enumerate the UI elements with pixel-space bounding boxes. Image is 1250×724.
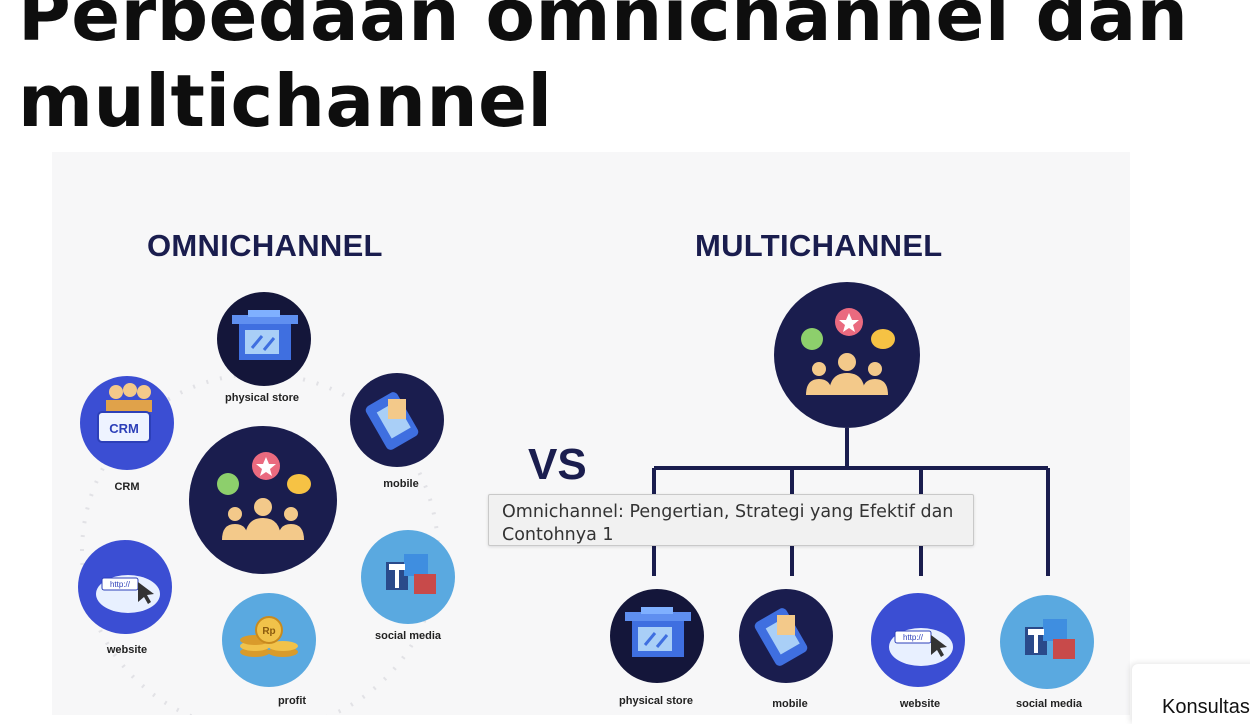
vs-label: VS [528, 440, 587, 489]
consult-chat-button[interactable]: Konsultasi [1132, 664, 1250, 724]
omni-label-profit: profit [277, 695, 307, 707]
omni-center-icon [189, 426, 337, 574]
multi-mobile-icon [739, 589, 833, 683]
omni-label-website: website [106, 644, 148, 656]
multi-top-icon [774, 282, 920, 428]
omni-label-crm: CRM [114, 481, 140, 493]
omni-social-media-icon [361, 530, 455, 624]
multi-social-media-icon [1000, 595, 1094, 689]
multi-label-website: website [899, 698, 941, 710]
image-title-tooltip: Omnichannel: Pengertian, Strategi yang E… [488, 494, 974, 546]
multi-label-social-media: social media [1015, 698, 1083, 710]
http-badge-text: http:// [903, 633, 924, 642]
page-title: Perbedaan omnichannel dan multichannel [18, 0, 1189, 143]
omni-physical-store-icon [217, 292, 311, 386]
omni-label-social-media: social media [374, 630, 442, 642]
multi-label-physical-store: physical store [619, 695, 693, 707]
multichannel-title: MULTICHANNEL [695, 228, 943, 263]
omni-label-mobile: mobile [383, 478, 419, 490]
infographic-graphics: CRM http:// Rp [78, 282, 1094, 715]
consult-chat-label: Konsultasi [1162, 696, 1250, 718]
multi-physical-store-icon [610, 589, 704, 683]
multi-website-icon: http:// [871, 593, 965, 687]
crm-badge-text: CRM [109, 421, 139, 436]
rp-badge-text: Rp [262, 626, 275, 637]
omni-profit-icon: Rp [222, 593, 316, 687]
omnichannel-title: OMNICHANNEL [147, 228, 383, 263]
omni-website-icon: http:// [78, 540, 172, 634]
omni-crm-icon: CRM [80, 376, 174, 470]
omni-mobile-icon [350, 373, 444, 467]
http-badge-text: http:// [110, 580, 131, 589]
omnichannel-vs-multichannel-infographic[interactable]: CRM http:// Rp [52, 152, 1130, 715]
multi-label-mobile: mobile [772, 698, 808, 710]
omni-label-physical-store: physical store [225, 392, 299, 404]
